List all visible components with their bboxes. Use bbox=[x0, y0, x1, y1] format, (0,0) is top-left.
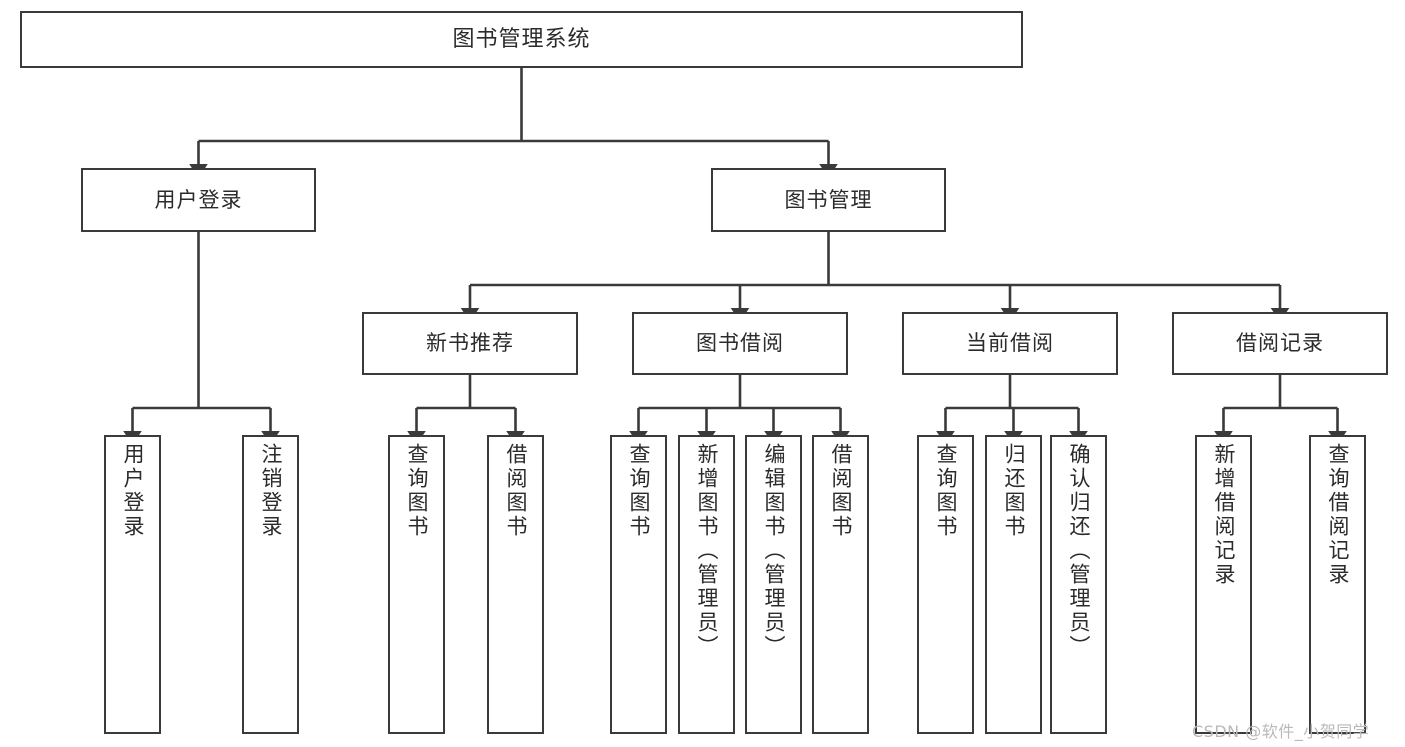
node-login[interactable]: 用户登录 bbox=[81, 168, 316, 232]
csdn-watermark: CSDN @软件_小贺同学 bbox=[1192, 722, 1370, 741]
node-label: 新增借阅记录 bbox=[1212, 443, 1236, 587]
node-leaf4[interactable]: 借阅图书 bbox=[487, 435, 544, 734]
node-root[interactable]: 图书管理系统 bbox=[20, 11, 1023, 68]
node-borrow[interactable]: 图书借阅 bbox=[632, 312, 848, 375]
node-leaf10[interactable]: 归还图书 bbox=[985, 435, 1042, 734]
node-leaf5[interactable]: 查询图书 bbox=[610, 435, 667, 734]
node-label: 用户登录 bbox=[121, 443, 145, 539]
node-label: 借阅图书 bbox=[829, 443, 853, 539]
node-leaf11[interactable]: 确认归还（管理员） bbox=[1050, 435, 1107, 734]
node-label: 注销登录 bbox=[259, 443, 283, 539]
node-leaf12[interactable]: 新增借阅记录 bbox=[1195, 435, 1252, 734]
node-label: 编辑图书（管理员） bbox=[762, 443, 786, 659]
node-label: 查询借阅记录 bbox=[1326, 443, 1350, 587]
node-label: 查询图书 bbox=[934, 443, 958, 539]
node-label: 当前借阅 bbox=[966, 331, 1054, 356]
node-label: 借阅图书 bbox=[504, 443, 528, 539]
node-bookmgmt[interactable]: 图书管理 bbox=[711, 168, 946, 232]
node-leaf13[interactable]: 查询借阅记录 bbox=[1309, 435, 1366, 734]
node-label: 查询图书 bbox=[627, 443, 651, 539]
node-current[interactable]: 当前借阅 bbox=[902, 312, 1118, 375]
node-label: 归还图书 bbox=[1002, 443, 1026, 539]
node-label: 新增图书（管理员） bbox=[695, 443, 719, 659]
node-leaf7[interactable]: 编辑图书（管理员） bbox=[745, 435, 802, 734]
node-newbook[interactable]: 新书推荐 bbox=[362, 312, 578, 375]
node-leaf2[interactable]: 注销登录 bbox=[242, 435, 299, 734]
node-label: 图书管理系统 bbox=[452, 26, 591, 52]
node-label: 新书推荐 bbox=[426, 331, 514, 356]
node-leaf3[interactable]: 查询图书 bbox=[388, 435, 445, 734]
node-records[interactable]: 借阅记录 bbox=[1172, 312, 1388, 375]
node-label: 查询图书 bbox=[405, 443, 429, 539]
node-label: 借阅记录 bbox=[1236, 331, 1324, 356]
node-label: 确认归还（管理员） bbox=[1067, 443, 1091, 659]
node-label: 图书管理 bbox=[784, 187, 873, 212]
node-label: 图书借阅 bbox=[696, 331, 784, 356]
node-leaf8[interactable]: 借阅图书 bbox=[812, 435, 869, 734]
node-leaf6[interactable]: 新增图书（管理员） bbox=[678, 435, 735, 734]
node-leaf1[interactable]: 用户登录 bbox=[104, 435, 161, 734]
node-leaf9[interactable]: 查询图书 bbox=[917, 435, 974, 734]
node-label: 用户登录 bbox=[154, 187, 243, 212]
